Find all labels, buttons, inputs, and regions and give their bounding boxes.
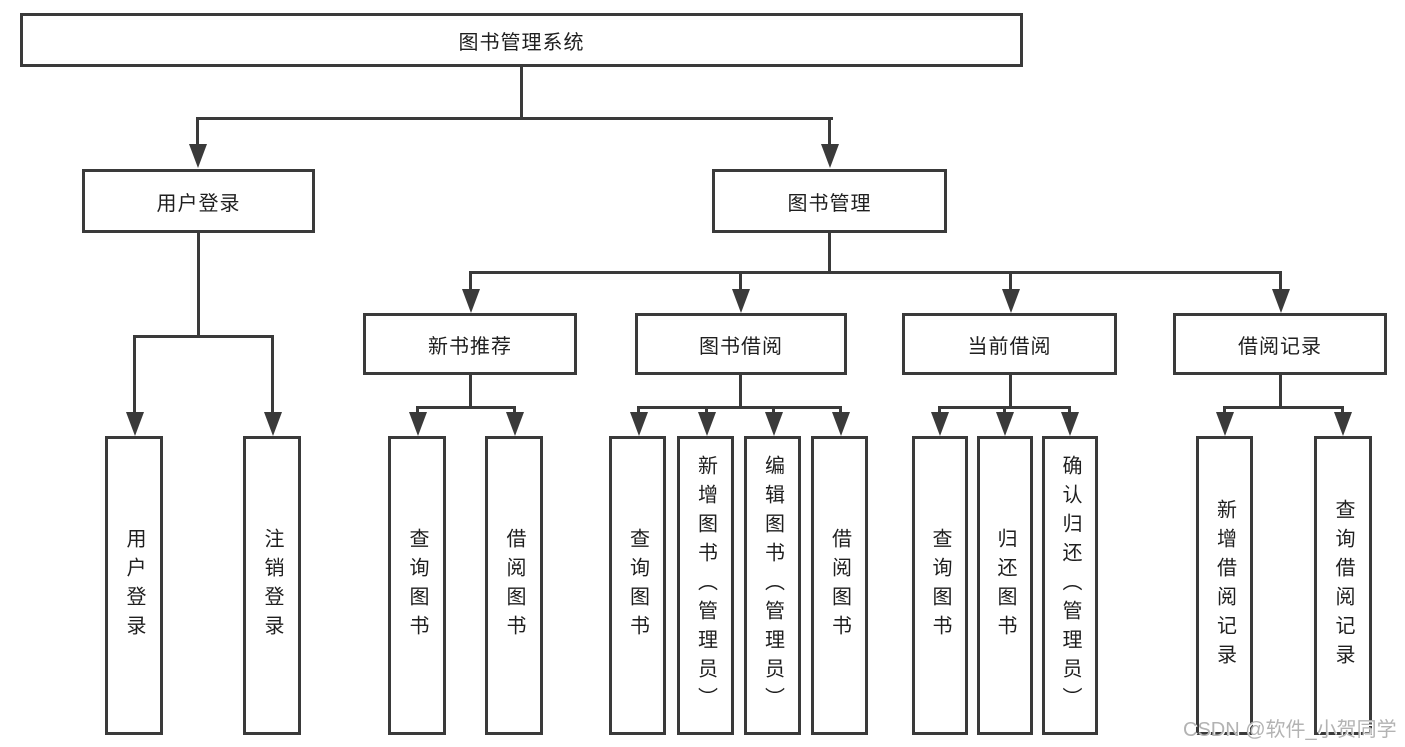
csdn-watermark: CSDN @软件_小贺同学 (1183, 713, 1397, 742)
node-current-borrowing-label: 当前借阅 (967, 335, 1052, 358)
connector-line (1279, 271, 1282, 293)
leaf-query-book-current: 查询图书 (912, 436, 968, 735)
connector-line (133, 335, 273, 338)
leaf-borrow-book-label: 借阅图书 (828, 527, 851, 644)
arrowhead-icon (409, 412, 427, 436)
arrowhead-icon (832, 412, 850, 436)
node-borrow-records: 借阅记录 (1173, 313, 1387, 375)
leaf-borrow-book: 借阅图书 (811, 436, 868, 735)
node-library-system-label: 图书管理系统 (458, 31, 585, 54)
node-book-management-label: 图书管理 (787, 192, 872, 215)
leaf-add-borrow-record: 新增借阅记录 (1196, 436, 1253, 735)
connector-line (1341, 406, 1344, 416)
connector-line (469, 271, 472, 293)
node-borrow-records-label: 借阅记录 (1238, 335, 1322, 358)
connector-line (1223, 406, 1343, 409)
leaf-return-book: 归还图书 (977, 436, 1033, 735)
arrowhead-icon (996, 412, 1014, 436)
connector-line (469, 271, 1281, 274)
connector-line (520, 67, 523, 117)
leaf-add-borrow-record-label: 新增借阅记录 (1213, 498, 1236, 673)
csdn-watermark-text: CSDN @软件_小贺同学 (1183, 719, 1397, 741)
arrowhead-icon (264, 412, 282, 436)
connector-line (637, 406, 841, 409)
connector-line (416, 406, 516, 409)
connector-line (1068, 406, 1071, 416)
arrowhead-icon (698, 412, 716, 436)
leaf-query-book-recommend-label: 查询图书 (406, 527, 428, 644)
node-new-book-recommend-label: 新书推荐 (428, 335, 512, 358)
leaf-logout: 注销登录 (243, 436, 301, 735)
leaf-return-book-label: 归还图书 (994, 527, 1016, 644)
arrowhead-icon (1002, 289, 1020, 313)
leaf-user-login-label: 用户登录 (123, 527, 145, 644)
connector-line (772, 406, 775, 416)
leaf-logout-label: 注销登录 (261, 527, 283, 644)
arrowhead-icon (462, 289, 480, 313)
connector-line (739, 375, 742, 409)
leaf-edit-book-admin: 编辑图书（管理员） (744, 436, 801, 735)
node-book-management: 图书管理 (712, 169, 947, 233)
node-book-borrowing: 图书借阅 (635, 313, 847, 375)
connector-line (133, 335, 136, 415)
node-book-borrowing-label: 图书借阅 (699, 335, 783, 358)
arrowhead-icon (765, 412, 783, 436)
leaf-query-book-borrowing: 查询图书 (609, 436, 666, 735)
connector-line (839, 406, 842, 416)
connector-line (739, 271, 742, 293)
leaf-confirm-return-admin-label: 确认归还（管理员） (1059, 455, 1081, 716)
node-user-login: 用户登录 (82, 169, 315, 233)
leaf-borrow-book-recommend: 借阅图书 (485, 436, 543, 735)
leaf-edit-book-admin-label: 编辑图书（管理员） (761, 455, 784, 716)
node-new-book-recommend: 新书推荐 (363, 313, 577, 375)
connector-line (469, 375, 472, 409)
leaf-confirm-return-admin: 确认归还（管理员） (1042, 436, 1098, 735)
connector-line (196, 117, 199, 147)
connector-line (416, 406, 419, 416)
connector-line (271, 335, 274, 415)
connector-line (828, 233, 831, 273)
arrowhead-icon (732, 289, 750, 313)
connector-line (513, 406, 516, 416)
leaf-add-book-admin-label: 新增图书（管理员） (694, 455, 717, 716)
arrowhead-icon (821, 144, 839, 168)
node-current-borrowing: 当前借阅 (902, 313, 1117, 375)
connector-line (938, 406, 941, 416)
connector-line (705, 406, 708, 416)
connector-line (1003, 406, 1006, 416)
arrowhead-icon (189, 144, 207, 168)
leaf-query-borrow-record-label: 查询借阅记录 (1332, 498, 1354, 673)
arrowhead-icon (931, 412, 949, 436)
connector-line (637, 406, 640, 416)
arrowhead-icon (1334, 412, 1352, 436)
leaf-query-book-borrowing-label: 查询图书 (626, 527, 649, 644)
connector-line (196, 117, 833, 120)
leaf-borrow-book-recommend-label: 借阅图书 (503, 527, 525, 644)
connector-line (1009, 271, 1012, 293)
connector-line (197, 233, 200, 338)
leaf-query-book-current-label: 查询图书 (929, 527, 951, 644)
connector-line (1279, 375, 1282, 409)
arrowhead-icon (630, 412, 648, 436)
leaf-query-borrow-record: 查询借阅记录 (1314, 436, 1372, 735)
connector-line (1223, 406, 1226, 416)
leaf-add-book-admin: 新增图书（管理员） (677, 436, 734, 735)
leaf-user-login: 用户登录 (105, 436, 163, 735)
arrowhead-icon (1216, 412, 1234, 436)
connector-line (1009, 375, 1012, 409)
arrowhead-icon (1272, 289, 1290, 313)
node-library-system: 图书管理系统 (20, 13, 1023, 67)
leaf-query-book-recommend: 查询图书 (388, 436, 446, 735)
connector-line (828, 117, 831, 147)
arrowhead-icon (506, 412, 524, 436)
node-user-login-label: 用户登录 (156, 192, 241, 215)
arrowhead-icon (126, 412, 144, 436)
arrowhead-icon (1061, 412, 1079, 436)
